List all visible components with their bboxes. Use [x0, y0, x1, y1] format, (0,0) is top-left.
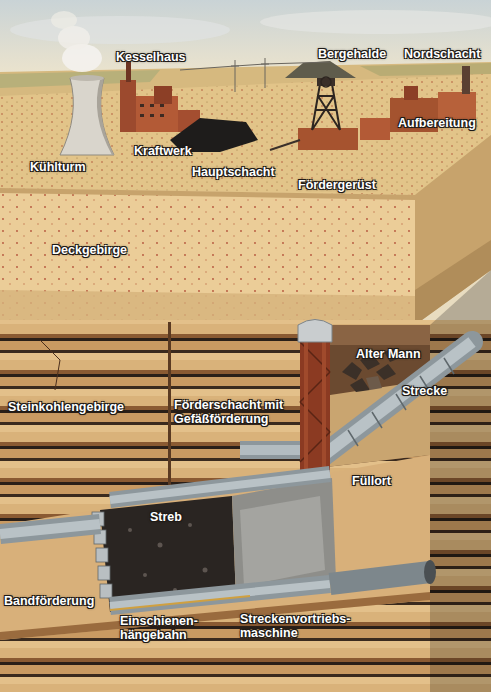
power-plant — [120, 62, 200, 132]
part-label: Kraftwerk — [134, 144, 192, 158]
part-label: Einschienen- hängebahn — [120, 614, 212, 643]
part-label: Strecke — [402, 384, 447, 398]
part-label: Alter Mann — [356, 347, 421, 361]
part-label: Steinkohlengebirge — [8, 400, 124, 414]
part-label: Streb — [150, 510, 182, 524]
part-label: Füllort — [352, 474, 391, 488]
part-label: Bergehalde — [318, 47, 386, 61]
conveyor-gallery — [0, 474, 436, 610]
headframe — [298, 77, 358, 150]
part-label: Streckenvortriebs- maschine — [240, 612, 368, 641]
part-label: Nordschacht — [404, 47, 480, 61]
power-line — [180, 58, 330, 92]
part-label: Kühlturm — [30, 160, 86, 174]
landscape — [0, 61, 491, 200]
part-label: Förderschacht mit Gefäßförderung — [174, 398, 304, 427]
coal-measures — [0, 270, 491, 692]
part-label: Bandförderung — [4, 594, 94, 608]
monorail — [110, 596, 250, 610]
processing-plant — [270, 66, 476, 150]
part-label: Fördergerüst — [298, 178, 376, 192]
seam-floor — [0, 455, 430, 640]
skip-shaft — [298, 320, 332, 473]
part-label: Aufbereitung — [398, 116, 476, 130]
overburden — [0, 135, 491, 325]
north-shaft — [462, 66, 470, 94]
part-label: Hauptschacht — [192, 165, 275, 179]
part-label: Deckgebirge — [52, 243, 127, 257]
part-label: Kesselhaus — [116, 50, 185, 64]
surface — [0, 74, 491, 195]
cooling-tower — [51, 11, 114, 155]
